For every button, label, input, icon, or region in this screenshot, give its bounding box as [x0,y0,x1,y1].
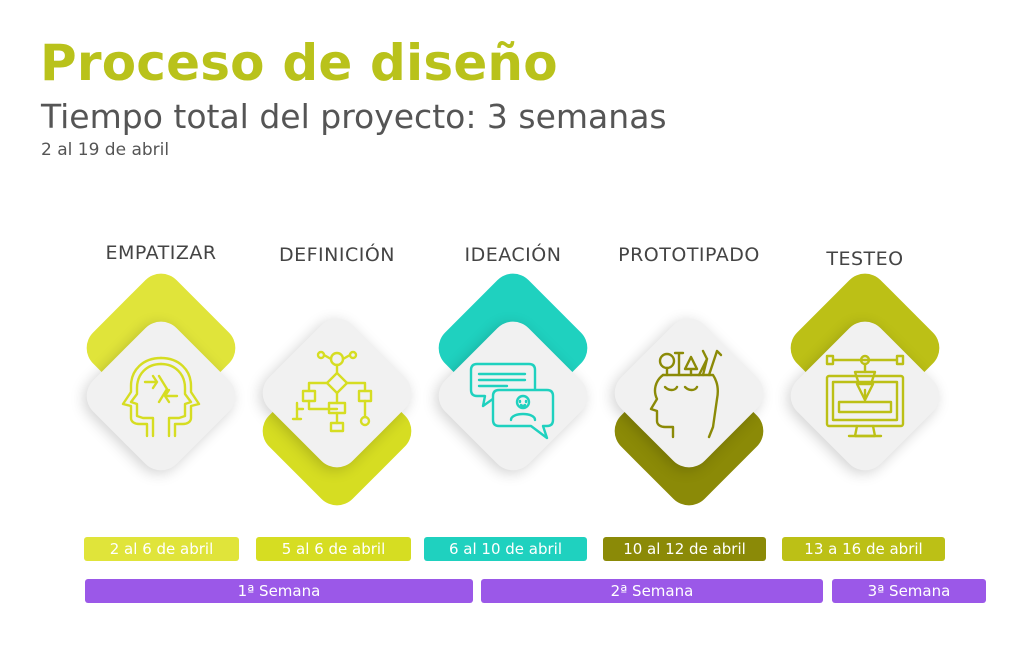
phase-date-badge: 10 al 12 de abril [603,537,766,561]
phase-testeo: TESTEO 13 a 16 de abril [780,0,950,610]
phase-definicion: DEFINICIÓN [252,0,422,610]
phase-label: DEFINICIÓN [278,244,396,266]
phase-icon-tile [604,0,774,610]
phase-label: IDEACIÓN [464,244,562,266]
phase-icon-tile [76,0,246,610]
flowchart-icon [291,350,373,433]
head-arrows-icon [121,356,201,438]
project-date-range: 2 al 19 de abril [41,140,170,160]
phase-date-badge: 2 al 6 de abril [84,537,239,561]
week-1-bar: 1ª Semana [85,579,473,603]
page-subtitle: Tiempo total del proyecto: 3 semanas [41,97,667,136]
phase-label: TESTEO [826,248,904,270]
phase-label: PROTOTIPADO [618,244,760,266]
phase-prototipado: PROTOTIPADO 10 al 12 de abril [603,0,774,610]
phase-date-badge: 13 a 16 de abril [782,537,945,561]
head-tools-icon [649,349,723,439]
phase-ideacion: IDEACIÓN 6 al 10 de abril [424,0,598,610]
phase-icon-tile [252,0,422,610]
phase-label: EMPATIZAR [105,242,217,264]
page-title: Proceso de diseño [40,34,558,92]
chat-bubbles-icon [469,362,555,440]
phase-date-badge: 6 al 10 de abril [424,537,587,561]
phase-date-badge: 5 al 6 de abril [256,537,411,561]
monitor-pen-icon [825,354,905,438]
week-3-bar: 3ª Semana [832,579,986,603]
phase-empatizar: EMPATIZAR 2 al 6 de abril [76,0,246,610]
phase-icon-tile [780,0,950,610]
week-2-bar: 2ª Semana [481,579,823,603]
phase-icon-tile [428,0,598,610]
